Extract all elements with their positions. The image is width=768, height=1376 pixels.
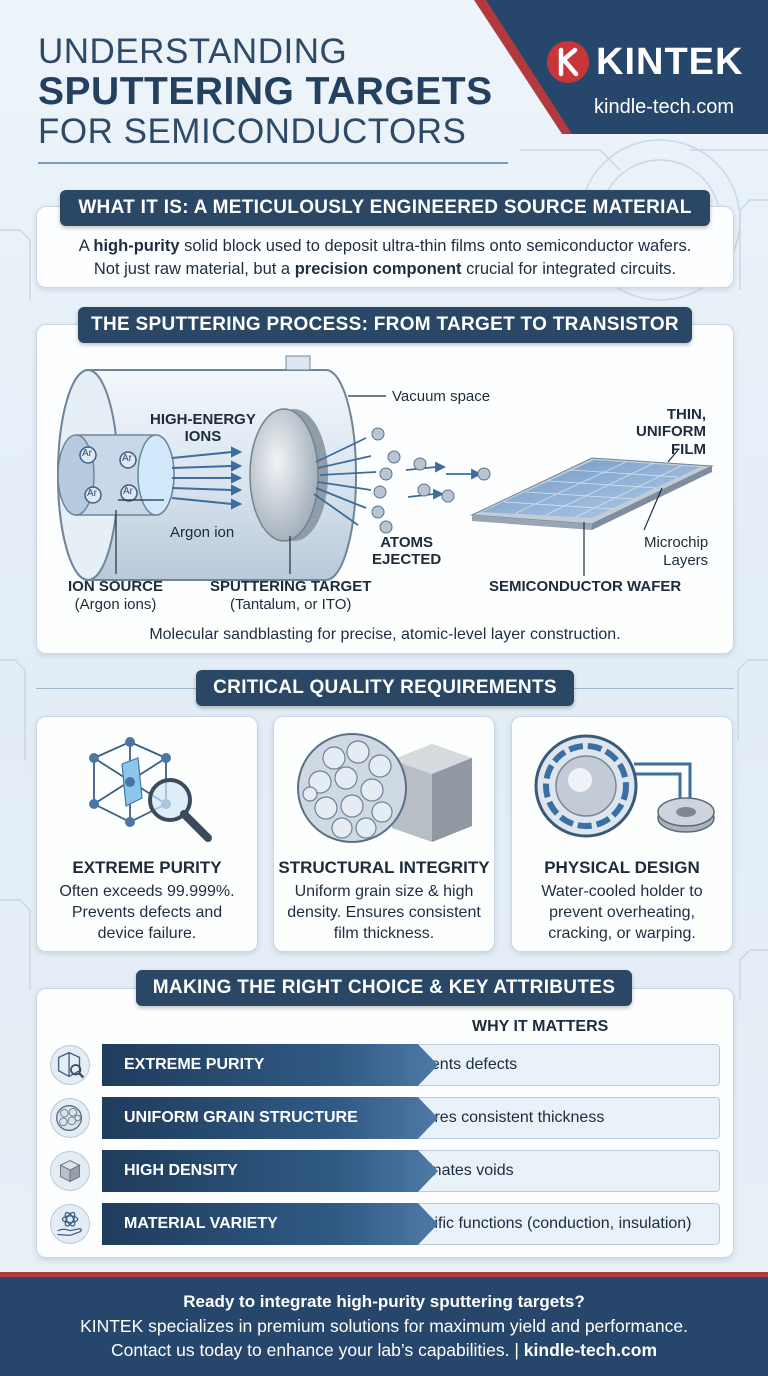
what-line2-pre: Not just raw material, but a [93, 260, 295, 279]
attribute-label: EXTREME PURITY [102, 1044, 438, 1086]
vacuum-space-label: Vacuum space [392, 388, 491, 405]
layers-text: Layers [663, 552, 709, 569]
footer-description: KINTEK specializes in premium solutions … [80, 1316, 688, 1336]
cube-icon [50, 1151, 90, 1191]
argon-ion-4-icon [120, 484, 138, 502]
quality-heading: CRITICAL QUALITY REQUIREMENTS [196, 670, 574, 706]
microchip-layers-label: Microchip Layers [644, 534, 708, 570]
quality-text-design: PHYSICAL DESIGN Water-cooled holder to p… [511, 858, 733, 944]
attribute-label: UNIFORM GRAIN STRUCTURE [102, 1097, 438, 1139]
quality-card-purity [36, 716, 258, 952]
high-energy-ions-label: HIGH-ENERGY IONS [150, 411, 256, 446]
process-heading: THE SPUTTERING PROCESS: FROM TARGET TO T… [78, 307, 692, 343]
ejected-text: EJECTED [372, 551, 442, 569]
kintek-k-mark-icon [547, 41, 589, 83]
title-line-2: SPUTTERING TARGETS [38, 70, 493, 113]
attribute-row: EXTREME PURITY Prevents defects [50, 1044, 720, 1086]
crystal-magnifier-icon [89, 737, 212, 842]
quality-text-purity: EXTREME PURITY Often exceeds 99.999%. Pr… [36, 858, 258, 944]
footer-contact: Contact us today to enhance your lab’s c… [0, 1340, 768, 1361]
argon-ions-text: (Argon ions) [74, 596, 157, 613]
ion-source-label: ION SOURCE (Argon ions) [68, 578, 163, 614]
grain-structure-icon [297, 733, 472, 843]
structure-title: STRUCTURAL INTEGRITY [278, 858, 490, 877]
what-line2-post: crucial for integrated circuits. [461, 260, 677, 279]
title-underline [38, 162, 508, 164]
sputtering-process-diagram [57, 355, 714, 581]
purity-desc-2: Prevents defects and [71, 903, 223, 921]
kintek-logo[interactable]: KINTEK [546, 40, 743, 84]
argon-ion-1-icon [79, 446, 97, 464]
footer-bar [0, 1272, 768, 1376]
purity-desc-3: device failure. [97, 924, 197, 942]
quality-text-structure: STRUCTURAL INTEGRITY Uniform grain size … [273, 858, 495, 944]
film-text: FILM [671, 440, 706, 458]
header-website-link[interactable]: kindle-tech.com [594, 96, 735, 118]
attribute-row: MATERIAL VARIETY Specific functions (con… [50, 1203, 720, 1245]
what-it-is-heading: WHAT IT IS: A METICULOUSLY ENGINEERED SO… [60, 190, 710, 226]
why-it-matters-header: WHY IT MATTERS [472, 1018, 609, 1035]
ar-label-3: Ar [87, 488, 97, 499]
wafer-text: SEMICONDUCTOR WAFER [489, 578, 682, 595]
what-line1-post: solid block used to deposit ultra-thin f… [179, 237, 692, 255]
footer-contact-text: Contact us today to enhance your lab’s c… [110, 1340, 524, 1360]
choice-heading: MAKING THE RIGHT CHOICE & KEY ATTRIBUTES [136, 970, 632, 1006]
crystal-icon [50, 1045, 90, 1085]
sputtering-target-text: SPUTTERING TARGET [210, 578, 372, 595]
design-desc-1: Water-cooled holder to [541, 883, 703, 900]
cooled-holder-icon [534, 734, 715, 838]
atoms-text: ATOMS [380, 534, 433, 551]
ar-label-4: Ar [123, 486, 133, 497]
hand-atom-icon [50, 1204, 90, 1244]
argon-ion-3-icon [84, 486, 102, 504]
ar-label-1: Ar [82, 448, 92, 459]
uniform-text: UNIFORM [636, 423, 706, 441]
thin-uniform-film-label: THIN, UNIFORM FILM [636, 406, 706, 458]
design-title: PHYSICAL DESIGN [544, 858, 700, 877]
grain-icon [50, 1098, 90, 1138]
title-line-1: UNDERSTANDING [38, 32, 348, 71]
thin-text: THIN, [666, 406, 706, 423]
what-it-is-text: A high-purity solid block used to deposi… [40, 235, 730, 281]
structure-desc-1: Uniform grain size & high [294, 883, 474, 900]
process-caption: Molecular sandblasting for precise, atom… [149, 626, 621, 643]
attribute-row: HIGH DENSITY Eliminates voids [50, 1150, 720, 1192]
semiconductor-wafer-label: SEMICONDUCTOR WAFER [489, 578, 681, 595]
what-line2-bold: precision component [294, 260, 462, 279]
brand-name: KINTEK [596, 40, 744, 83]
design-desc-3: cracking, or warping. [548, 924, 696, 942]
purity-title: EXTREME PURITY [72, 858, 222, 877]
design-desc-2: prevent overheating, [549, 903, 695, 921]
high-energy-text: HIGH-ENERGY [150, 411, 256, 428]
argon-ion-label: Argon ion [170, 524, 235, 541]
ion-source-text: ION SOURCE [68, 578, 164, 595]
attribute-label: MATERIAL VARIETY [102, 1203, 438, 1245]
purity-desc-1: Often exceeds 99.999%. [59, 883, 235, 900]
brand-corner-panel [474, 0, 768, 134]
what-line1-pre: A [78, 237, 94, 255]
what-line1-bold: high-purity [93, 237, 180, 255]
attribute-label: HIGH DENSITY [102, 1150, 438, 1192]
ar-label-2: Ar [122, 453, 132, 464]
structure-desc-2: density. Ensures consistent [287, 903, 481, 921]
sputtering-target-label: SPUTTERING TARGET (Tantalum, or ITO) [210, 578, 371, 614]
argon-ion-2-icon [119, 451, 137, 469]
atoms-ejected-label: ATOMS EJECTED [372, 534, 441, 569]
ions-text: IONS [184, 428, 222, 446]
title-line-3: FOR SEMICONDUCTORS [38, 112, 467, 151]
microchip-text: Microchip [644, 534, 709, 551]
attribute-row: UNIFORM GRAIN STRUCTURE Ensures consiste… [50, 1097, 720, 1139]
footer-website-link[interactable]: kindle-tech.com [523, 1340, 658, 1360]
footer-cta-question: Ready to integrate high-purity sputterin… [183, 1292, 585, 1311]
structure-desc-3: film thickness. [333, 924, 435, 942]
target-material-text: (Tantalum, or ITO) [229, 596, 352, 613]
